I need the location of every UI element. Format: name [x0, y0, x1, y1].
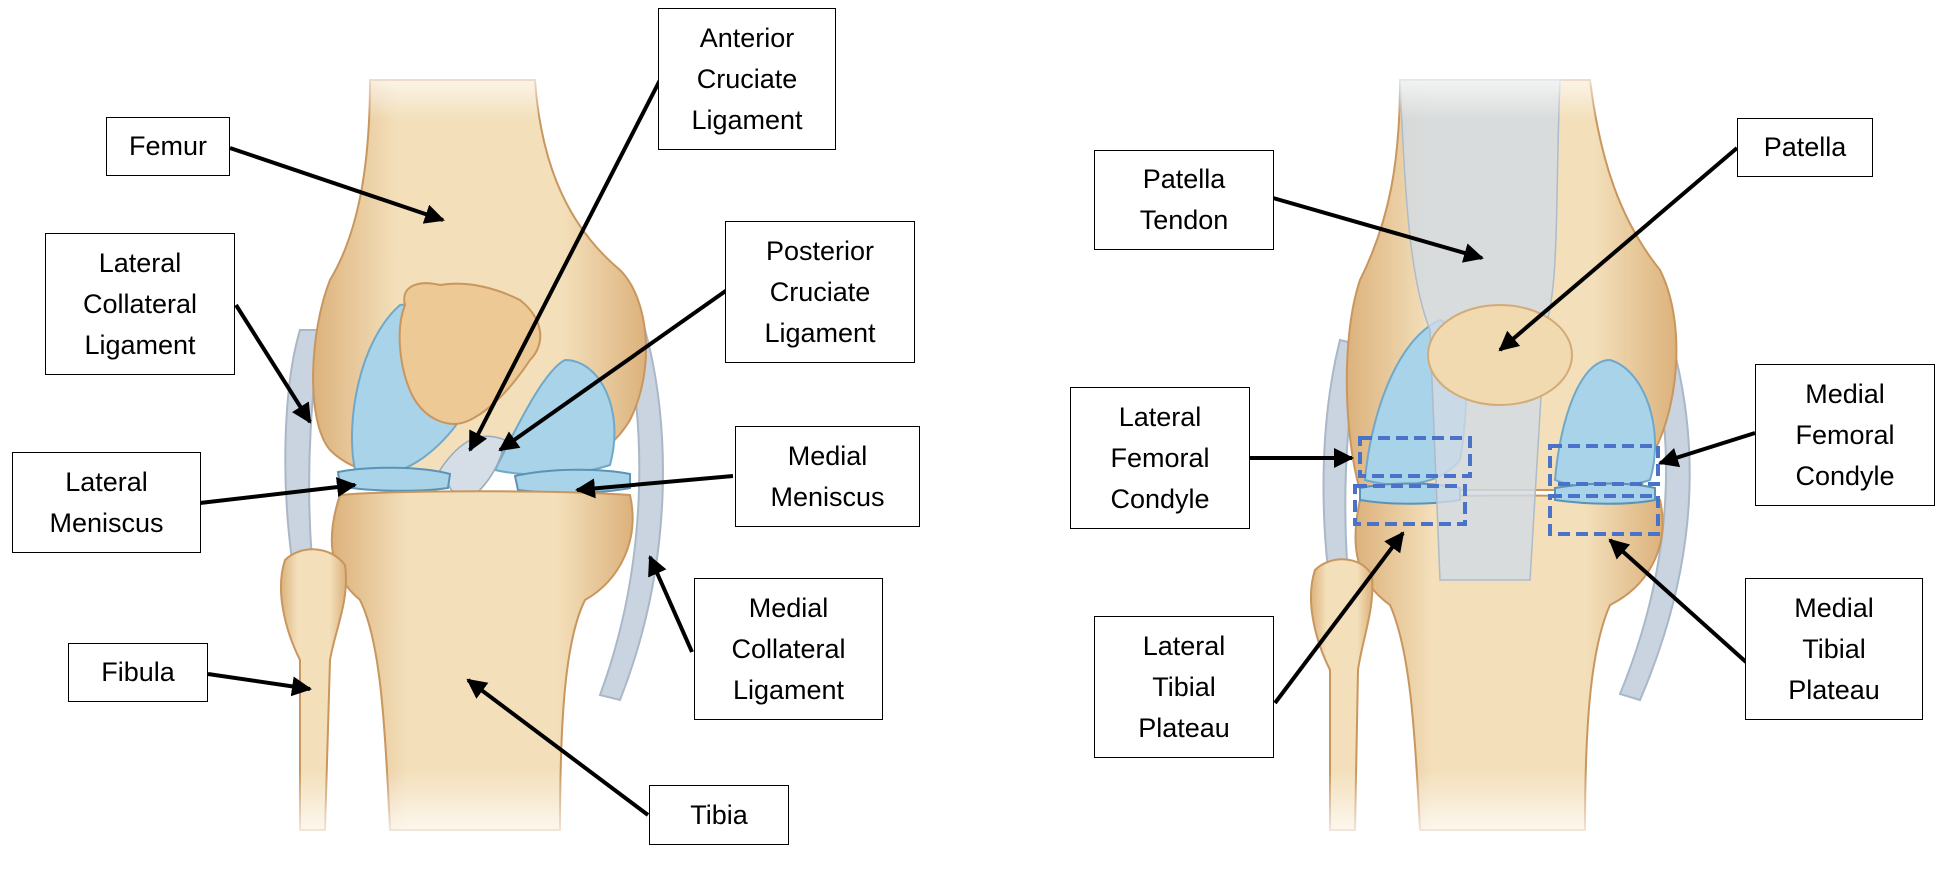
label-line: Meniscus	[770, 477, 884, 518]
label-line: Ligament	[764, 313, 875, 354]
label-line: Femur	[129, 126, 207, 167]
medial-meniscus-shape	[515, 470, 630, 493]
label-line: Lateral	[65, 462, 148, 503]
label-line: Collateral	[83, 284, 197, 325]
label-line: Cruciate	[697, 59, 798, 100]
label-line: Medial	[788, 436, 868, 477]
label-tibia: Tibia	[649, 785, 789, 845]
label-line: Collateral	[731, 629, 845, 670]
label-line: Posterior	[766, 231, 874, 272]
label-patella: Patella	[1737, 118, 1873, 177]
label-line: Ligament	[733, 670, 844, 711]
label-line: Condyle	[1110, 479, 1209, 520]
label-line: Lateral	[1119, 397, 1202, 438]
label-fibula: Fibula	[68, 643, 208, 702]
label-line: Medial	[749, 588, 829, 629]
right-knee-illustration	[1260, 60, 1740, 850]
label-line: Ligament	[84, 325, 195, 366]
label-line: Plateau	[1138, 708, 1230, 749]
label-line: Femoral	[1795, 415, 1894, 456]
label-line: Patella	[1143, 159, 1226, 200]
label-line: Ligament	[691, 100, 802, 141]
arrow-mcl	[650, 557, 692, 652]
left-knee-illustration	[240, 60, 720, 850]
label-femur: Femur	[106, 117, 230, 176]
label-line: Patella	[1764, 127, 1847, 168]
label-line: Condyle	[1795, 456, 1894, 497]
label-line: Plateau	[1788, 670, 1880, 711]
medial-meniscus-shape-right	[1555, 484, 1655, 504]
lateral-meniscus-shape	[338, 468, 450, 491]
label-line: Femoral	[1110, 438, 1209, 479]
label-line: Lateral	[99, 243, 182, 284]
label-line: Tendon	[1140, 200, 1229, 241]
label-line: Meniscus	[49, 503, 163, 544]
label-line: Tibial	[1152, 667, 1216, 708]
label-line: Anterior	[700, 18, 795, 59]
arrow-lateral-meniscus	[200, 485, 355, 503]
label-line: Tibia	[690, 795, 748, 836]
arrow-fibula	[208, 674, 310, 689]
label-line: Cruciate	[770, 272, 871, 313]
label-line: Tibial	[1802, 629, 1866, 670]
label-line: Medial	[1794, 588, 1874, 629]
label-line: Medial	[1805, 374, 1885, 415]
patella-shape	[1428, 305, 1572, 405]
label-line: Lateral	[1143, 626, 1226, 667]
label-line: Fibula	[101, 652, 175, 693]
